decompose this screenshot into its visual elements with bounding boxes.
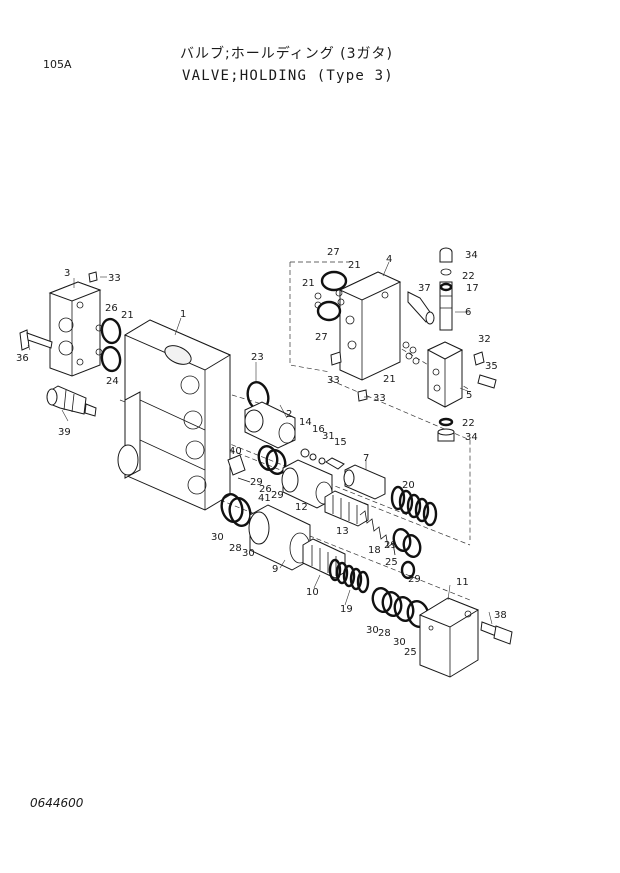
part-37-screw — [407, 291, 435, 325]
part-13-spool — [324, 490, 369, 527]
callout-41: 41 — [258, 493, 271, 504]
leader-lines — [27, 261, 493, 625]
callout-33-a: 33 — [108, 273, 121, 284]
callout-5: 5 — [466, 390, 472, 401]
part-19-spring — [328, 558, 370, 594]
callout-21-c: 21 — [302, 278, 315, 289]
callout-4: 4 — [386, 254, 392, 265]
part-1-valve-body — [117, 319, 232, 511]
part-4-block — [338, 271, 402, 381]
callout-29-b: 29 — [271, 490, 284, 501]
title-english: VALVE;HOLDING (Type 3) — [182, 68, 394, 84]
callout-17: 17 — [466, 283, 479, 294]
page-id: 105A — [43, 58, 72, 71]
rings-26-29 — [257, 444, 287, 476]
part-9-sleeve — [248, 504, 311, 571]
callout-16: 16 — [312, 424, 325, 435]
callout-38: 38 — [494, 610, 507, 621]
callout-39: 39 — [58, 427, 71, 438]
part-38-bolt — [480, 621, 513, 645]
part-3-cover-left — [48, 281, 102, 377]
part-7-pin — [343, 464, 386, 500]
callout-23: 23 — [251, 352, 264, 363]
callout-36: 36 — [16, 353, 29, 364]
callout-25-b: 25 — [404, 647, 417, 658]
callout-9: 9 — [272, 564, 278, 575]
part-2-sleeve — [244, 401, 296, 449]
callout-labels: 1 2 3 4 5 6 7 9 10 11 12 13 14 15 16 17 … — [16, 247, 507, 658]
part-35-screw — [477, 374, 497, 389]
callout-21-d: 21 — [383, 374, 396, 385]
part-33-screw-a — [88, 271, 98, 283]
o-rings-cover — [95, 317, 122, 373]
callout-27-b: 27 — [315, 332, 328, 343]
part-18-spring — [359, 510, 396, 556]
callout-33-c: 33 — [373, 393, 386, 404]
callout-30-c: 30 — [366, 625, 379, 636]
callout-22-a: 22 — [462, 271, 475, 282]
callout-31: 31 — [322, 431, 335, 442]
callout-37: 37 — [418, 283, 431, 294]
callout-21-a: 21 — [121, 310, 134, 321]
callout-34-a: 34 — [465, 250, 478, 261]
part-11-cover-right — [418, 597, 480, 678]
callout-29-d: 29 — [408, 574, 421, 585]
callout-34-b: 34 — [465, 432, 478, 443]
callout-22-b: 22 — [462, 418, 475, 429]
callout-40: 40 — [229, 446, 242, 457]
part-39-plug — [46, 385, 97, 417]
callout-28-a: 28 — [229, 543, 242, 554]
callout-30-b: 30 — [242, 548, 255, 559]
callout-6: 6 — [465, 307, 471, 318]
parts-22-34-bottom — [437, 417, 455, 442]
callout-21-b: 21 — [348, 260, 361, 271]
callout-25-a: 25 — [385, 557, 398, 568]
part-5-block — [426, 341, 464, 408]
callout-33-b: 33 — [327, 375, 340, 386]
callout-15: 15 — [334, 437, 347, 448]
callout-26-b: 26 — [259, 484, 272, 495]
callout-30-d: 30 — [393, 637, 406, 648]
callout-24: 24 — [106, 376, 119, 387]
part-33-screw-c — [357, 389, 368, 402]
callout-3: 3 — [64, 268, 70, 279]
callout-11: 11 — [456, 577, 469, 588]
callout-1: 1 — [180, 309, 186, 320]
part-36-bolt — [19, 329, 53, 351]
title-japanese: バルブ;ホールディング (3ガタ) — [180, 46, 394, 62]
callout-18: 18 — [368, 545, 381, 556]
callout-35: 35 — [485, 361, 498, 372]
parts-17-22-34-top — [439, 247, 453, 292]
rings-21-part-5 — [402, 341, 420, 365]
callout-29-a: 29 — [250, 477, 263, 488]
part-33-screw-b — [330, 351, 342, 366]
callout-2: 2 — [286, 409, 292, 420]
rings-21-27-block — [314, 270, 348, 322]
callout-7: 7 — [363, 453, 369, 464]
callout-27-a: 27 — [327, 247, 340, 258]
callout-10: 10 — [306, 587, 319, 598]
part-6-fitting — [439, 281, 453, 331]
callout-28-b: 28 — [378, 628, 391, 639]
part-20-spring — [390, 485, 438, 527]
part-12-piston — [281, 459, 333, 509]
callout-32: 32 — [478, 334, 491, 345]
callout-29-c: 29 — [384, 540, 397, 551]
callout-12: 12 — [295, 502, 308, 513]
callout-19: 19 — [340, 604, 353, 615]
callout-30-a: 30 — [211, 532, 224, 543]
callout-20: 20 — [402, 480, 415, 491]
part-32-screw — [473, 351, 485, 366]
callout-26-a: 26 — [105, 303, 118, 314]
rings-28-30-left — [220, 493, 252, 527]
small-parts-14-16-31-15 — [300, 448, 345, 470]
callout-14: 14 — [299, 417, 312, 428]
callout-13: 13 — [336, 526, 349, 537]
rings-25-29-right — [392, 527, 422, 580]
drawing-number: 0644600 — [30, 796, 84, 810]
parts-40-41 — [227, 454, 251, 483]
